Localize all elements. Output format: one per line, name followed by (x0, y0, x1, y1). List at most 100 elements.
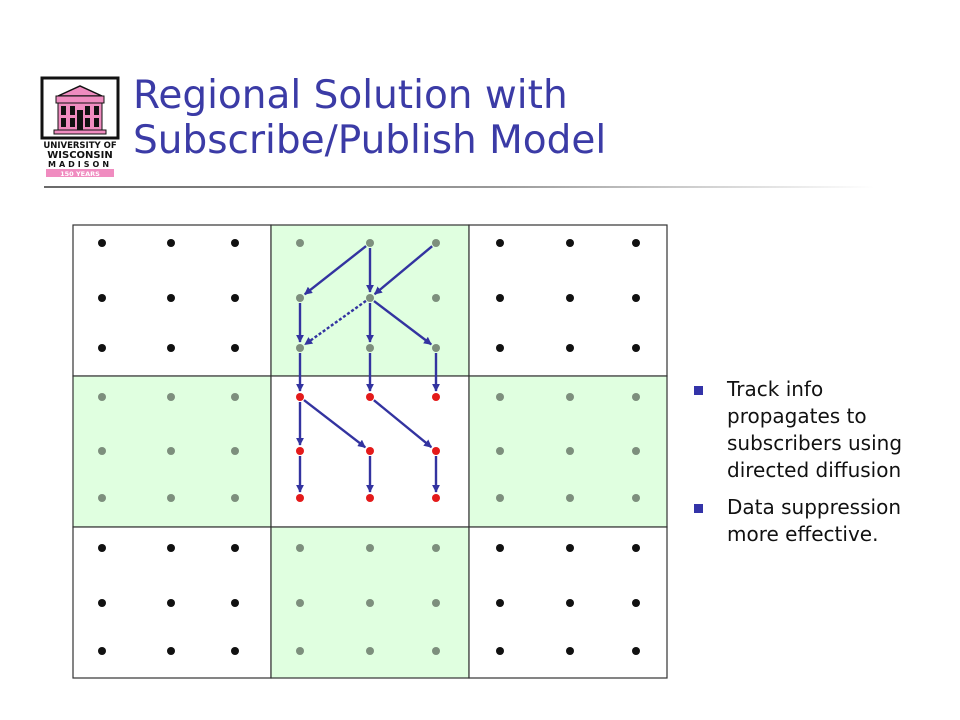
sensor-node (632, 447, 640, 455)
bullet-marker (694, 386, 703, 395)
sensor-node (496, 239, 504, 247)
sensor-node (167, 599, 175, 607)
bullet-item: Data suppression more effective. (694, 494, 934, 548)
sensor-node (296, 647, 304, 655)
active-node (296, 494, 304, 502)
sensor-node (231, 393, 239, 401)
sensor-node (366, 239, 374, 247)
sensor-node (98, 344, 106, 352)
sensor-node (98, 494, 106, 502)
sensor-node (432, 647, 440, 655)
sensor-node (366, 544, 374, 552)
sensor-node (632, 599, 640, 607)
sensor-node (167, 239, 175, 247)
university-logo: UNIVERSITY OF WISCONSIN MADISON 150 YEAR… (40, 76, 120, 178)
sensor-node (167, 494, 175, 502)
sensor-node (432, 239, 440, 247)
sensor-node (566, 647, 574, 655)
sensor-node (632, 393, 640, 401)
sensor-node (98, 239, 106, 247)
sensor-node (167, 647, 175, 655)
sensor-node (366, 294, 374, 302)
sensor-node (432, 599, 440, 607)
diffusion-arrow (303, 245, 367, 296)
sensor-node (566, 344, 574, 352)
diffusion-arrow (373, 399, 433, 449)
sensor-node (98, 393, 106, 401)
active-node (296, 447, 304, 455)
sensor-node (496, 393, 504, 401)
sensor-node (98, 599, 106, 607)
sensor-node (296, 544, 304, 552)
sensor-node (566, 294, 574, 302)
sensor-node (632, 239, 640, 247)
bullet-text: Data suppression more effective. (727, 495, 901, 546)
sensor-node (496, 447, 504, 455)
sensor-node (496, 599, 504, 607)
bullet-text: Track info propagates to subscribers usi… (727, 377, 903, 482)
active-node (432, 447, 440, 455)
sensor-node (496, 494, 504, 502)
sensor-node (231, 494, 239, 502)
sensor-node (566, 239, 574, 247)
sensor-node (566, 494, 574, 502)
sensor-node (366, 647, 374, 655)
svg-text:150 YEARS: 150 YEARS (60, 170, 100, 178)
svg-text:UNIVERSITY OF: UNIVERSITY OF (43, 141, 117, 151)
sensor-node (566, 599, 574, 607)
active-node (366, 393, 374, 401)
sensor-node (98, 544, 106, 552)
sensor-node (366, 344, 374, 352)
sensor-node (98, 647, 106, 655)
svg-text:MADISON: MADISON (48, 160, 112, 169)
svg-text:WISCONSIN: WISCONSIN (47, 150, 112, 161)
diffusion-arrow (303, 399, 366, 449)
sensor-node (167, 544, 175, 552)
active-node (296, 393, 304, 401)
sensor-node (167, 344, 175, 352)
slide-title-line-2: Subscribe/Publish Model (133, 118, 607, 163)
sensor-node (432, 294, 440, 302)
active-node (366, 447, 374, 455)
sensor-node (98, 294, 106, 302)
sensor-node (167, 294, 175, 302)
sensor-node (231, 599, 239, 607)
sensor-node (432, 344, 440, 352)
diffusion-arrow (373, 300, 432, 346)
bullet-list: Track info propagates to subscribers usi… (694, 376, 934, 558)
sensor-node (496, 294, 504, 302)
active-node (366, 494, 374, 502)
sensor-node (296, 344, 304, 352)
sensor-node (566, 447, 574, 455)
sensor-node (632, 544, 640, 552)
sensor-node (496, 544, 504, 552)
slide-title: Regional Solution with Subscribe/Publish… (133, 73, 933, 163)
sensor-node (632, 294, 640, 302)
sensor-node (496, 647, 504, 655)
sensor-node (566, 544, 574, 552)
sensor-node (231, 544, 239, 552)
sensor-node (167, 447, 175, 455)
bullet-marker (694, 504, 703, 513)
active-node (432, 393, 440, 401)
sensor-node (566, 393, 574, 401)
diffusion-arrow (373, 245, 433, 296)
sensor-node (296, 239, 304, 247)
sensor-node (296, 294, 304, 302)
dotted-arrow (304, 299, 367, 346)
active-node (432, 494, 440, 502)
sensor-node (366, 599, 374, 607)
sensor-node (432, 544, 440, 552)
sensor-node (296, 599, 304, 607)
sensor-node (98, 447, 106, 455)
sensor-node (496, 344, 504, 352)
sensor-node (632, 647, 640, 655)
sensor-node (167, 393, 175, 401)
sensor-node (231, 447, 239, 455)
sensor-node (231, 294, 239, 302)
sensor-node (632, 494, 640, 502)
slide-title-line-1: Regional Solution with (133, 73, 568, 118)
sensor-node (231, 647, 239, 655)
sensor-node (231, 344, 239, 352)
